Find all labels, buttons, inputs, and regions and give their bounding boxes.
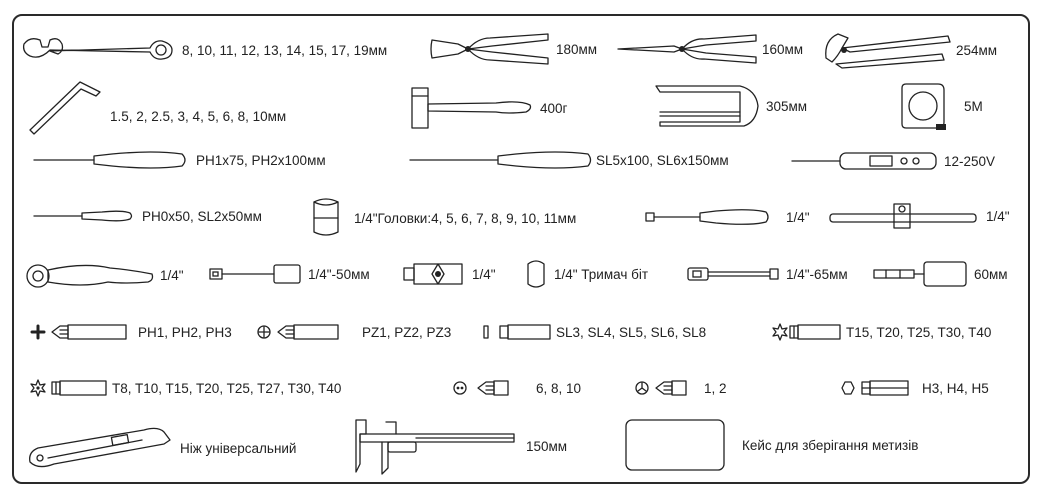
long-nose-pliers-label: 160мм — [762, 41, 804, 57]
torx-bit-icon — [772, 323, 841, 341]
item-sockets: 1/4"Головки:4, 5, 6, 7, 8, 9, 10, 11мм — [312, 196, 576, 240]
combination-wrench-icon — [22, 38, 173, 60]
ratchet-label: 1/4" — [160, 267, 184, 283]
tri-wing-bits-label: 1, 2 — [704, 380, 727, 396]
torx-bits-label: T15, T20, T25, T30, T40 — [846, 324, 992, 340]
bit-extension-label: 1/4"-65мм — [786, 266, 848, 282]
precision-screwdrivers-label: PH0x50, SL2x50мм — [142, 208, 262, 224]
tri-wing-bit-icon — [635, 380, 687, 396]
utility-knife-label: Ніж універсальний — [180, 440, 297, 456]
item-socket-adapter: 60мм — [872, 260, 1008, 288]
water-pump-pliers-label: 254мм — [956, 42, 998, 58]
item-t-bar: 1/4" — [828, 200, 1010, 232]
universal-joint-label: 1/4" — [472, 266, 496, 282]
utility-knife-icon — [29, 427, 171, 468]
pz-bits-label: PZ1, PZ2, PZ3 — [362, 324, 452, 340]
tool-kit-frame — [12, 14, 1030, 484]
spinner-handle-label: 1/4" — [786, 209, 810, 225]
storage-case-icon — [625, 419, 725, 471]
ratchet-icon — [26, 264, 154, 288]
hammer-icon — [411, 87, 532, 129]
item-wrench: 8, 10, 11, 12, 13, 14, 15, 17, 19мм — [20, 36, 387, 64]
tamper-torx-bit-icon — [30, 379, 107, 397]
item-universal-joint: 1/4" — [402, 260, 496, 288]
item-bit-holder: 1/4" Тримач біт — [524, 258, 648, 290]
item-extension-bar: 1/4"-50мм — [208, 262, 370, 286]
ph-screwdrivers-label: PH1x75, PH2x100мм — [196, 152, 326, 168]
item-pz-bits: PZ1, PZ2, PZ3 — [256, 322, 451, 342]
hacksaw-icon — [655, 85, 759, 127]
long-nose-pliers-icon — [617, 34, 757, 64]
combination-pliers-icon — [430, 33, 549, 65]
item-spinner-handle: 1/4" — [644, 207, 810, 227]
item-water-pump-pliers: 254мм — [822, 28, 997, 72]
bit-extension-icon — [687, 267, 779, 281]
wrench-label: 8, 10, 11, 12, 13, 14, 15, 17, 19мм — [182, 42, 388, 58]
item-long-nose-pliers: 160мм — [616, 32, 803, 66]
item-bit-extension: 1/4"-65мм — [686, 262, 848, 286]
t-bar-handle-icon — [829, 203, 977, 229]
item-voltage-tester: 12-250V — [790, 148, 995, 174]
item-sl-screwdrivers: SL5x100, SL6x150мм — [408, 148, 729, 172]
item-utility-knife: Ніж універсальний — [24, 424, 296, 472]
hex-key-icon — [29, 81, 101, 135]
item-hacksaw: 305мм — [652, 82, 807, 130]
socket-icon — [313, 198, 339, 236]
item-sl-bits: SL3, SL4, SL5, SL6, SL8 — [482, 322, 706, 342]
tape-measure-label: 5М — [964, 98, 983, 114]
storage-case-label: Кейс для зберігання метизів — [742, 437, 919, 453]
item-combo-pliers: 180мм — [428, 30, 597, 68]
item-tri-wing-bits: 1, 2 — [634, 378, 727, 398]
hammer-label: 400г — [540, 100, 568, 116]
hacksaw-label: 305мм — [766, 98, 808, 114]
ph-bits-label: PH1, PH2, PH3 — [138, 324, 232, 340]
spanner-bits-label: 6, 8, 10 — [536, 380, 582, 396]
spinner-handle-icon — [645, 209, 769, 225]
tape-measure-icon — [901, 83, 946, 130]
hex-bits-label: H3, H4, H5 — [922, 380, 989, 396]
sl-bits-label: SL3, SL4, SL5, SL6, SL8 — [556, 324, 707, 340]
item-ph-bits: PH1, PH2, PH3 — [30, 322, 232, 342]
ph-bit-icon — [30, 324, 127, 340]
item-tape-measure: 5М — [896, 80, 983, 132]
item-ratchet: 1/4" — [24, 260, 184, 290]
caliper-label: 150мм — [526, 438, 568, 454]
universal-joint-icon — [403, 263, 463, 285]
socket-adapter-icon — [873, 261, 967, 287]
item-torx-bits: T15, T20, T25, T30, T40 — [772, 322, 991, 342]
precision-screwdriver-icon — [33, 210, 133, 222]
bit-holder-icon — [527, 260, 545, 288]
t-bar-label: 1/4" — [986, 208, 1010, 224]
item-hex-bits: H3, H4, H5 — [838, 378, 989, 398]
sl-bit-icon — [483, 324, 551, 340]
item-storage-case: Кейс для зберігання метизів — [624, 418, 918, 472]
bit-holder-label: 1/4" Тримач біт — [554, 266, 649, 282]
item-precision-screwdrivers: PH0x50, SL2x50мм — [32, 207, 262, 225]
tamper-torx-bits-label: T8, T10, T15, T20, T25, T27, T30, T40 — [112, 380, 342, 396]
pz-bit-icon — [257, 324, 339, 340]
extension-bar-label: 1/4"-50мм — [308, 266, 370, 282]
socket-adapter-label: 60мм — [974, 266, 1008, 282]
item-tamper-torx-bits: T8, T10, T15, T20, T25, T27, T30, T40 — [30, 378, 341, 398]
item-caliper: 150мм — [352, 416, 567, 476]
water-pump-pliers-icon — [825, 33, 951, 69]
spanner-bit-icon — [453, 380, 509, 396]
sl-screwdriver-icon — [409, 151, 592, 169]
sl-screwdrivers-label: SL5x100, SL6x150мм — [596, 152, 729, 168]
hex-keys-label: 1.5, 2, 2.5, 3, 4, 5, 6, 8, 10мм — [110, 108, 287, 124]
voltage-tester-icon — [791, 152, 937, 170]
voltage-tester-label: 12-250V — [944, 153, 996, 169]
item-ph-screwdrivers: PH1x75, PH2x100мм — [32, 148, 326, 172]
extension-bar-icon — [209, 264, 301, 284]
sockets-label: 1/4"Головки:4, 5, 6, 7, 8, 9, 10, 11мм — [354, 210, 577, 226]
item-hammer: 400г — [408, 86, 567, 130]
item-hex-keys: 1.5, 2, 2.5, 3, 4, 5, 6, 8, 10мм — [26, 78, 286, 136]
ph-screwdriver-icon — [33, 151, 186, 169]
combo-pliers-label: 180мм — [556, 41, 598, 57]
item-spanner-bits: 6, 8, 10 — [452, 378, 581, 398]
hex-bit-icon — [841, 380, 909, 396]
caliper-icon — [355, 419, 515, 475]
